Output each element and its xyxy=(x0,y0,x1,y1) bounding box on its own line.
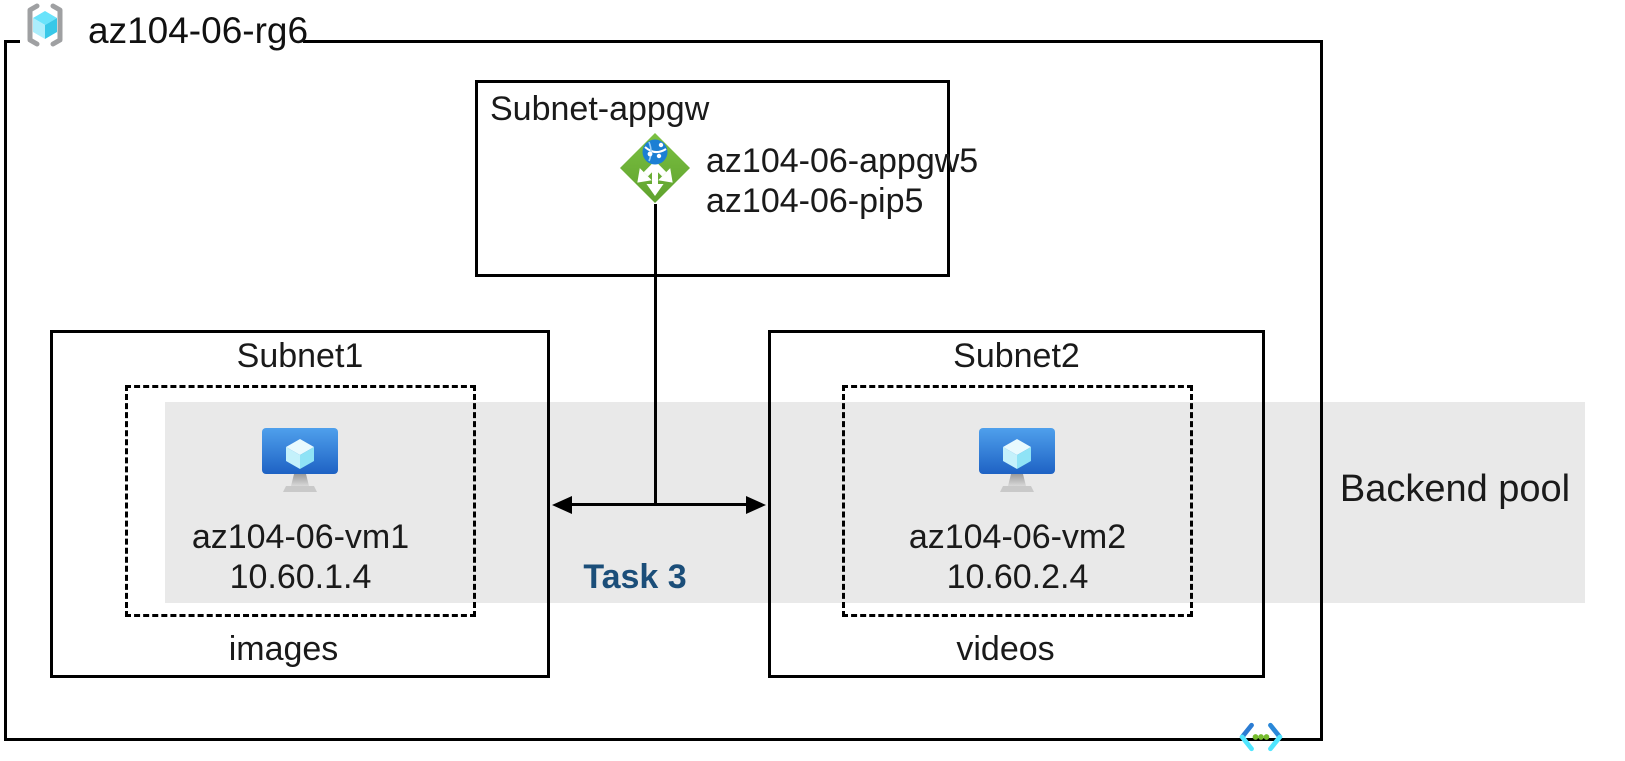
appgw-subnet-label: Subnet-appgw xyxy=(490,90,710,128)
arrow-head-right-icon xyxy=(746,496,766,514)
subnet1-content-label: images xyxy=(228,630,339,668)
virtual-network-icon xyxy=(1239,722,1283,752)
arrow-head-left-icon xyxy=(552,496,572,514)
application-gateway-icon xyxy=(620,133,690,203)
subnet2-content-label: videos xyxy=(956,630,1055,668)
vm1-labels: az104-06-vm1 10.60.1.4 xyxy=(125,517,476,597)
backend-pool-band xyxy=(165,402,1585,603)
backend-double-arrow-line xyxy=(566,503,750,506)
virtual-machine-icon xyxy=(262,428,338,492)
resource-group-border-segment xyxy=(4,40,20,43)
vm2-labels: az104-06-vm2 10.60.2.4 xyxy=(842,517,1193,597)
appgw-connector-line xyxy=(654,204,657,505)
resource-group-icon xyxy=(27,3,63,47)
vm1-name-label: az104-06-vm1 xyxy=(191,518,410,556)
vm2-name-label: az104-06-vm2 xyxy=(908,518,1127,556)
resource-group-title: az104-06-rg6 xyxy=(88,10,309,51)
subnet1-title: Subnet1 xyxy=(236,337,364,375)
resource-group-border-segment xyxy=(303,40,1323,43)
app-gateway-name-label: az104-06-appgw5 xyxy=(706,142,979,180)
backend-pool-label: Backend pool xyxy=(1339,468,1571,510)
vm2-ip-label: 10.60.2.4 xyxy=(946,558,1089,596)
subnet2-box xyxy=(768,330,1265,678)
vm1-ip-label: 10.60.1.4 xyxy=(229,558,372,596)
virtual-machine-icon xyxy=(979,428,1055,492)
public-ip-name-label: az104-06-pip5 xyxy=(706,182,924,220)
subnet1-pool-dashed-zone xyxy=(125,385,476,617)
subnet2-pool-dashed-zone xyxy=(842,385,1193,617)
appgw-subnet-box xyxy=(475,80,950,277)
appgw-name-labels: az104-06-appgw5 az104-06-pip5 xyxy=(706,141,978,221)
subnet2-title: Subnet2 xyxy=(953,337,1080,375)
resource-group-box xyxy=(4,40,1323,741)
task-label: Task 3 xyxy=(583,558,687,596)
subnet1-box xyxy=(50,330,550,678)
